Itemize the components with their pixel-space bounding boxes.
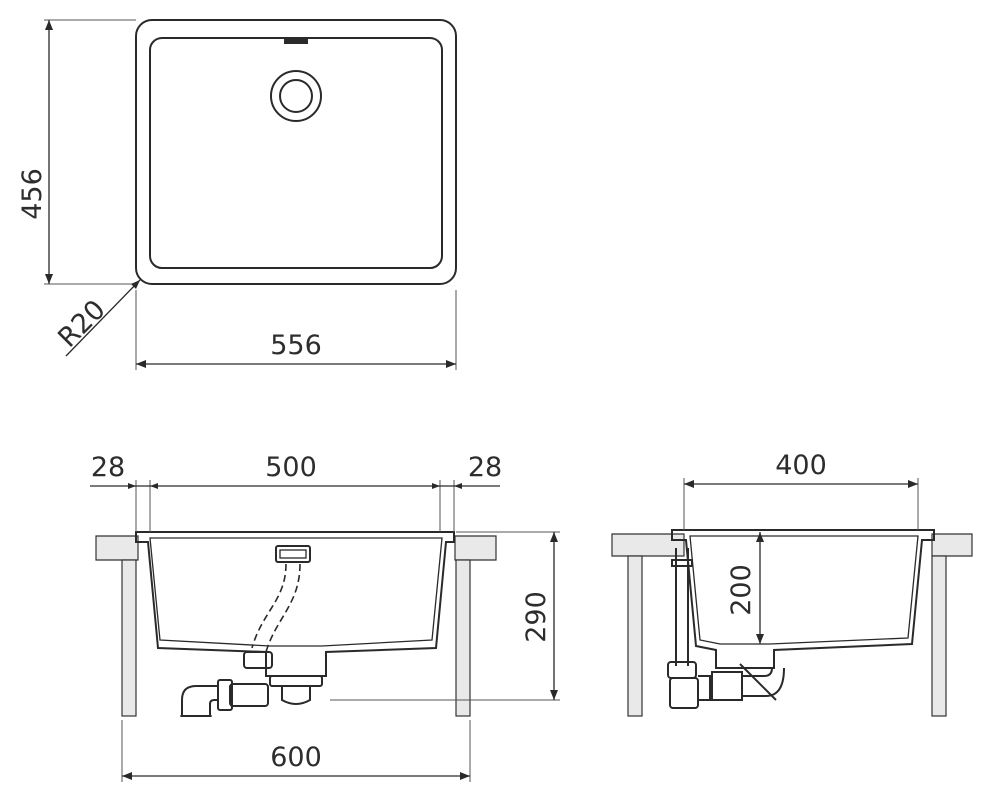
- side-countertop-right: [931, 533, 973, 557]
- countertop-right: [454, 535, 497, 561]
- dimension-side-depth: 200: [726, 564, 757, 616]
- front-view: 28 500 28 290 600: [90, 452, 560, 782]
- dimension-side-width: 400: [775, 450, 827, 481]
- dimension-top-height: 456: [17, 168, 48, 220]
- dimension-corner-radius: R20: [52, 294, 111, 353]
- dimension-cabinet-width: 600: [270, 742, 322, 773]
- overflow-fitting: [275, 545, 311, 563]
- trap-bottle: [281, 686, 311, 705]
- side-cabinet-wall-right: [931, 555, 947, 717]
- overflow-slot: [284, 38, 308, 44]
- side-view: 400 200: [611, 450, 973, 717]
- side-trap: [698, 675, 711, 701]
- drain-outer-ring: [270, 70, 322, 122]
- cabinet-wall-left: [121, 559, 137, 717]
- sink-outer-outline: [135, 19, 457, 285]
- dimension-total-height: 290: [521, 591, 552, 643]
- drain-connector: [269, 675, 323, 687]
- bowl-outer-front: [135, 531, 455, 677]
- bowl-inner-front: [149, 537, 443, 647]
- drain-elbow: [181, 685, 218, 717]
- dimension-flange-right: 28: [468, 452, 502, 483]
- sink-inner-outline: [149, 37, 443, 269]
- bowl-outer-side: [671, 529, 935, 669]
- dimension-inner-width: 500: [265, 452, 317, 483]
- overflow-tube: [251, 563, 287, 649]
- drain-inner-ring: [279, 79, 313, 113]
- countertop-left: [95, 535, 139, 561]
- dimension-flange-left: 28: [91, 452, 125, 483]
- side-countertop-left: [611, 533, 685, 557]
- top-view: 456 R20 556: [17, 19, 457, 370]
- cabinet-wall-right: [455, 559, 471, 717]
- side-cabinet-wall-left: [627, 555, 643, 717]
- dimension-top-width: 556: [270, 330, 322, 361]
- bowl-inner-side: [689, 535, 919, 645]
